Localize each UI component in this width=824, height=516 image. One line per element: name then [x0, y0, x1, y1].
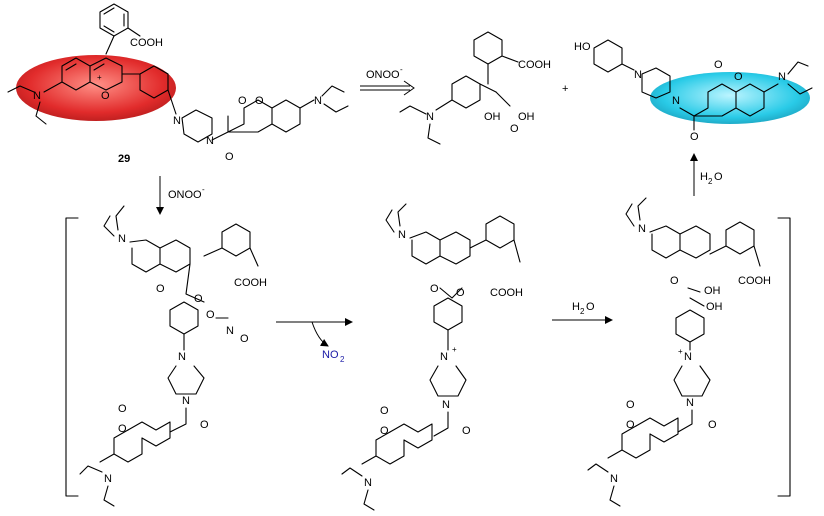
- arrow-hydrolysis-up: H 2 O: [690, 153, 723, 196]
- coumarin-highlight: [650, 72, 810, 124]
- product-coumarin: HO N N O O O N: [574, 39, 813, 143]
- intermediate-dioxetane: N COOH O O N + N O O O N: [341, 203, 523, 511]
- plus-sign: +: [562, 83, 568, 95]
- piperazine-n-top: N: [173, 115, 181, 127]
- int3-n-bottom: N: [610, 473, 618, 485]
- water-mid-sub: 2: [580, 307, 585, 316]
- int2-amide-o: O: [462, 425, 471, 437]
- int1-n-top: N: [118, 233, 126, 245]
- arrow-no2-loss: NO 2: [276, 318, 353, 364]
- product-cooh-label: COOH: [518, 59, 551, 71]
- int2-dioxetane-o: O: [456, 287, 465, 299]
- int3-oh1: OH: [704, 285, 721, 297]
- int1-pip-n2: N: [182, 395, 190, 407]
- int2-iminium-n: N: [440, 351, 448, 363]
- acid-o: O: [510, 123, 519, 135]
- diethylamino-n-left: N: [33, 90, 41, 102]
- int1-nitroso-o: O: [240, 333, 249, 345]
- int2-n-bottom: N: [364, 477, 372, 489]
- product-phenol-acid: COOH OH OH O N: [399, 31, 551, 145]
- water-up-sub: 2: [708, 177, 713, 186]
- int2-ring-o: O: [430, 283, 439, 295]
- int1-peroxy-o1: O: [194, 293, 203, 305]
- amide-oxygen: O: [225, 151, 234, 163]
- piperazine-n-product: N: [634, 69, 642, 81]
- reagent-onoo-down-charge: -: [202, 185, 205, 194]
- int3-cooh: COOH: [738, 275, 771, 287]
- coumarin-ring-o: O: [734, 71, 743, 83]
- product-n: N: [426, 111, 434, 123]
- ring-oxygen: O: [255, 95, 264, 107]
- no2-label: NO: [322, 349, 339, 361]
- int2-pip-n2: N: [442, 399, 450, 411]
- int1-cooh: COOH: [234, 277, 267, 289]
- amide-n-product: N: [672, 95, 680, 107]
- int2-coumarin-co: O: [380, 405, 389, 417]
- int1-peroxy-o2: O: [206, 309, 215, 321]
- int3-oh2: OH: [706, 301, 723, 313]
- water-up-o: O: [714, 171, 723, 183]
- arrow-peroxynitrite-down: ONOO -: [156, 176, 205, 215]
- int3-amide-o: O: [708, 419, 717, 431]
- ho-label: HO: [574, 41, 591, 53]
- int2-iminium-charge: +: [452, 345, 457, 354]
- int1-pip-n1: N: [178, 351, 186, 363]
- int1-n-bottom: N: [104, 473, 112, 485]
- water-up-h: H: [700, 171, 708, 183]
- int2-n-top: N: [398, 229, 406, 241]
- amide-o-product: O: [690, 131, 699, 143]
- cooh-label: COOH: [130, 37, 163, 49]
- bracket-right: [777, 217, 791, 497]
- int3-pip-n2: N: [686, 397, 694, 409]
- acid-oh: OH: [518, 111, 535, 123]
- compound-number: 29: [118, 153, 130, 165]
- int1-nitroso-n: N: [226, 325, 234, 337]
- int1-amide-o: O: [200, 419, 209, 431]
- coumarin-carbonyl-o: O: [714, 59, 723, 71]
- reagent-onoo-down: ONOO: [168, 189, 202, 201]
- intermediate-peroxy-adduct: N COOH O O O N O N N O O O N: [79, 205, 267, 507]
- arrow-hydration: H 2 O: [552, 301, 613, 324]
- int3-coumarin-co: O: [626, 399, 635, 411]
- int3-coumarin-o: O: [626, 419, 635, 431]
- intermediate-hydrated: N COOH O OH OH N + N O O O N: [587, 197, 771, 507]
- xanthene-highlight: [16, 55, 176, 121]
- reagent-onoo-top-charge: -: [400, 65, 403, 74]
- water-mid-h: H: [572, 301, 580, 313]
- water-mid-o: O: [586, 301, 595, 313]
- int1-coumarin-o: O: [118, 423, 127, 435]
- compound-29: COOH O + N N N O O O N 29: [7, 3, 349, 165]
- int3-n-top: N: [638, 223, 646, 235]
- int3-iminium-charge: +: [678, 347, 683, 356]
- int1-coumarin-co: O: [118, 403, 127, 415]
- coumarin-n: N: [778, 71, 786, 83]
- xanthene-oxygen: O: [101, 90, 110, 102]
- bracket-left: [65, 217, 79, 497]
- oxonium-charge: +: [97, 73, 102, 82]
- int1-ring-o: O: [156, 283, 165, 295]
- int3-ring-o: O: [670, 275, 679, 287]
- reagent-onoo-top: ONOO: [366, 69, 400, 81]
- piperazine-n-bottom: N: [206, 135, 214, 147]
- arrow-peroxynitrite-top: ONOO -: [360, 65, 415, 96]
- no2-sub: 2: [340, 355, 345, 364]
- phenol-oh: OH: [484, 111, 501, 123]
- int2-coumarin-o: O: [380, 425, 389, 437]
- diethylamino-n-right: N: [314, 95, 322, 107]
- int2-cooh: COOH: [490, 287, 523, 299]
- int3-iminium-n: N: [684, 351, 692, 363]
- lactone-oxygen-top: O: [238, 95, 247, 107]
